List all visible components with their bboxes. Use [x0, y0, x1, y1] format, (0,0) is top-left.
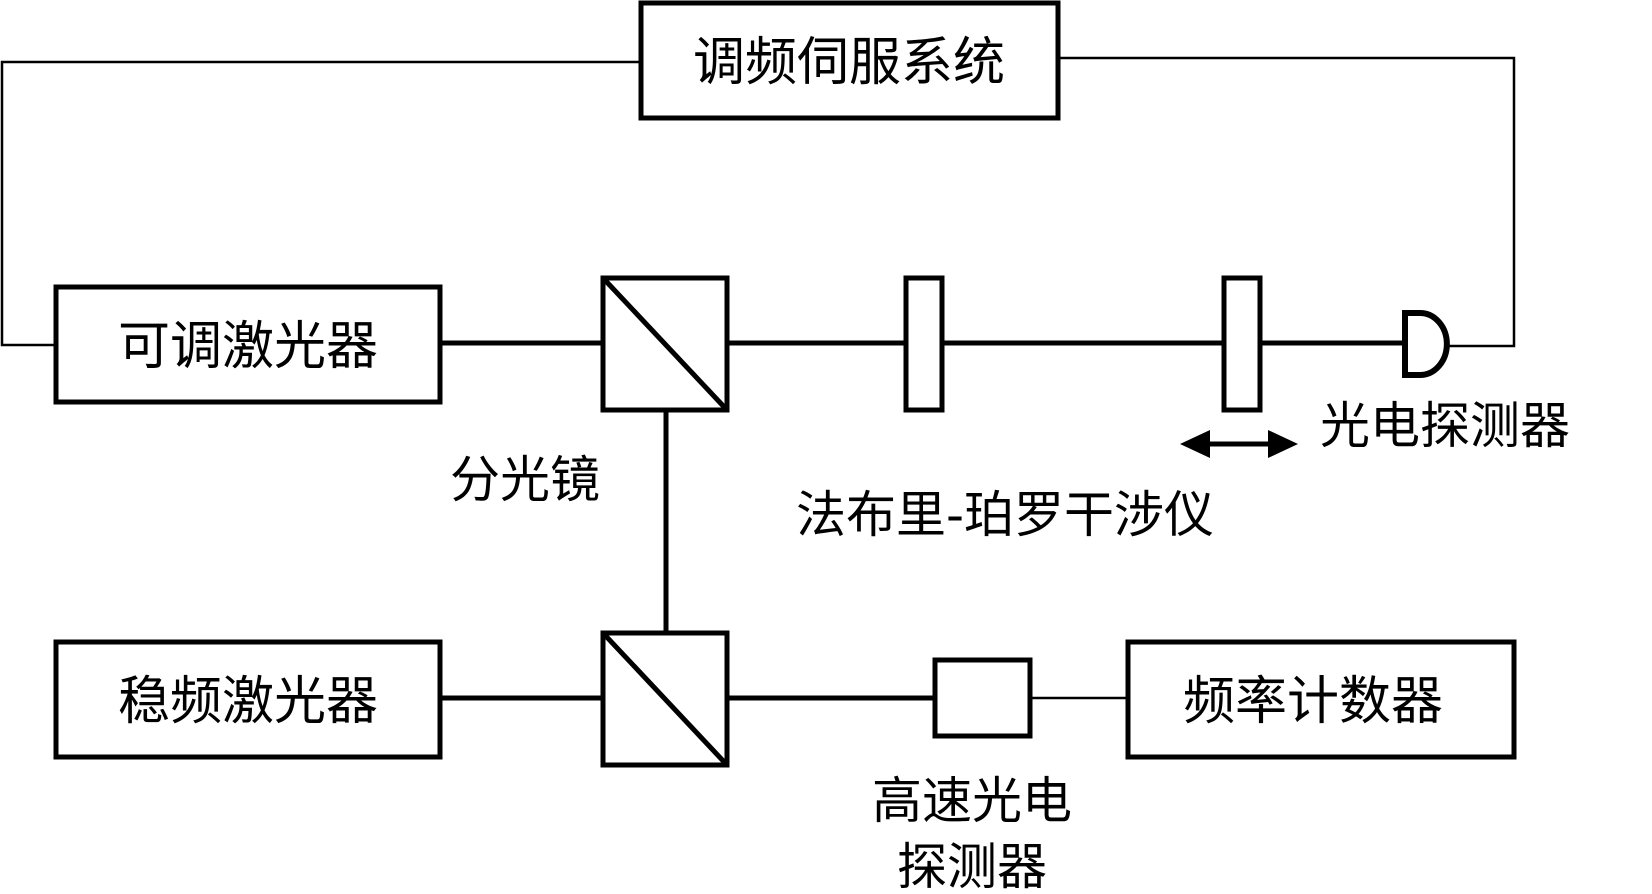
beam-splitter-upper: [600, 275, 730, 413]
beam-splitter-lower: [600, 630, 730, 768]
feedback-loop: [0, 56, 1516, 348]
frequency-counter-box: [1125, 639, 1517, 760]
stable-laser-box: [53, 639, 443, 760]
beam-splitter-upper-diagonal: [601, 276, 729, 412]
fast-detector-label-line1: 高速光电: [872, 772, 1072, 830]
photodetector-label: 光电探测器: [1320, 397, 1570, 455]
stable-laser-label: 稳频激光器: [118, 672, 378, 732]
tunable-laser-box: [53, 284, 443, 405]
feedback-left-line: [0, 60, 640, 347]
servo-label: 调频伺服系统: [693, 33, 1005, 93]
servo-system: 调频伺服系统: [638, 0, 1061, 121]
photodetector-icon: [1402, 310, 1450, 378]
beam-splitter-lower-diagonal: [601, 631, 729, 767]
frequency-counter-label: 频率计数器: [1183, 672, 1443, 732]
fp-mirror-movable: [1221, 275, 1263, 413]
frequency-counter: 频率计数器: [1125, 639, 1517, 760]
feedback-right-line: [1058, 56, 1516, 348]
double-arrow-icon: [1180, 430, 1298, 458]
fabry-perot-label: 法布里-珀罗干涉仪: [796, 486, 1214, 544]
fp-mirror-fixed: [903, 275, 945, 413]
tunable-laser: 可调激光器: [53, 284, 443, 405]
fast-detector-label-line2: 探测器: [897, 838, 1047, 894]
fabry-perot-interferometer: [903, 275, 1263, 413]
stable-laser: 稳频激光器: [53, 639, 443, 760]
servo-box: [638, 0, 1061, 121]
fast-photodetector-box: [932, 657, 1033, 739]
tunable-laser-label: 可调激光器: [118, 317, 378, 377]
beam-splitter-label: 分光镜: [450, 451, 600, 509]
